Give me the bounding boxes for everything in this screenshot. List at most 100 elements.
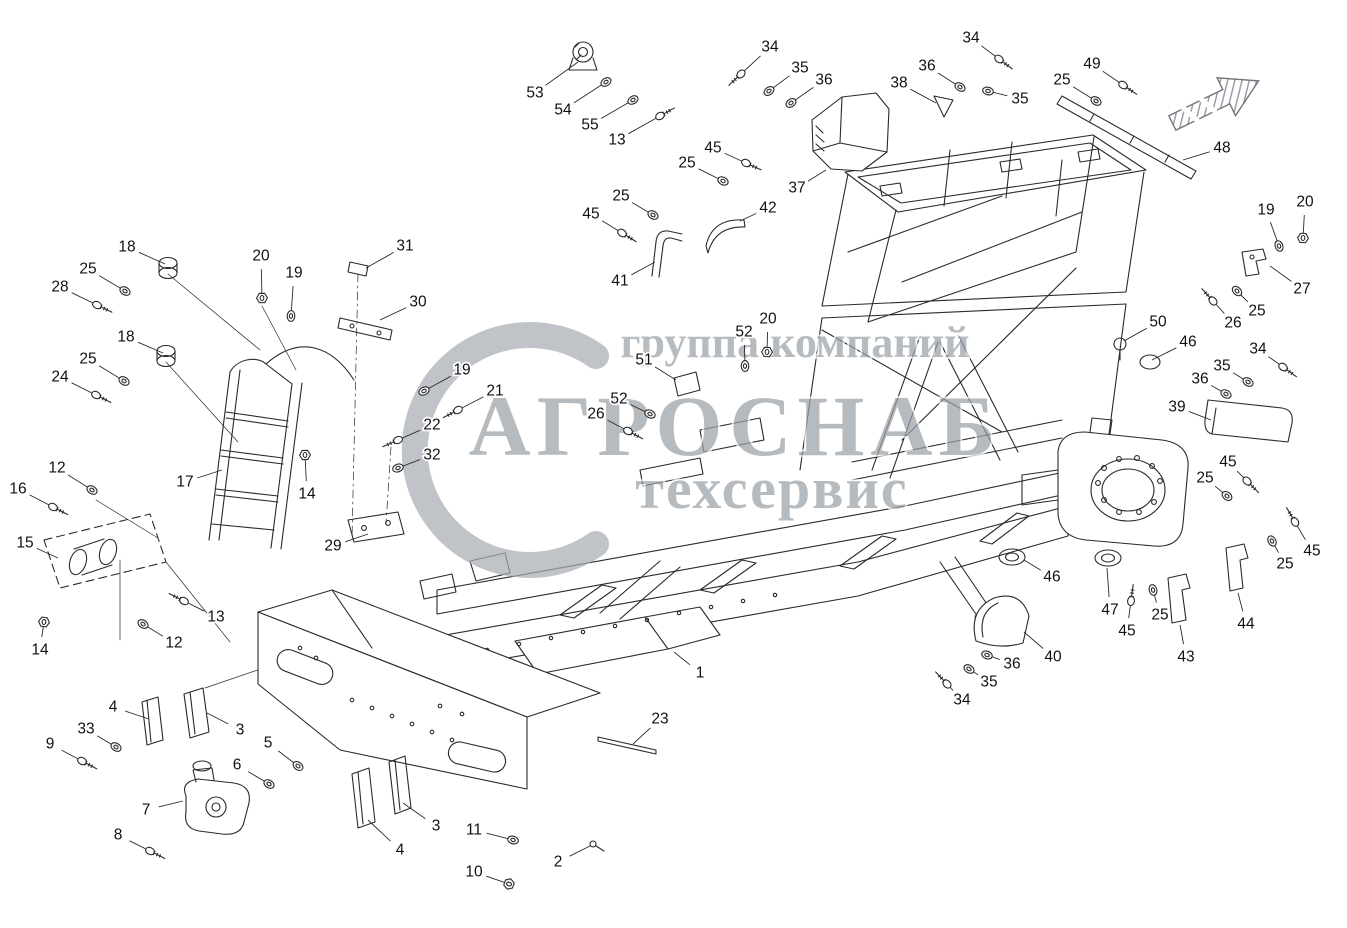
part-callout-34: 34: [962, 30, 980, 47]
nut-icon: [255, 292, 269, 304]
part-callout-36: 36: [1003, 656, 1020, 673]
leader-line: [197, 469, 223, 479]
nut-icon: [503, 878, 515, 890]
part-callout-19: 19: [1257, 202, 1274, 219]
part-callout-23: 23: [651, 711, 668, 728]
part-callout-20: 20: [1296, 194, 1314, 211]
part-callout-34: 34: [761, 39, 779, 56]
washer-icon: [1090, 96, 1102, 106]
part-callout-33: 33: [77, 721, 94, 738]
bolt-icon: [1242, 476, 1260, 494]
bolt-icon: [1127, 584, 1135, 607]
part-callout-25: 25: [1053, 72, 1070, 89]
part-callout-43: 43: [1177, 649, 1194, 666]
watermark: группа компаний АГРОСНАБ техсервис: [401, 316, 1002, 578]
bolt-icon: [1278, 362, 1298, 378]
leader-line: [1269, 265, 1292, 282]
washer-icon: [717, 176, 729, 186]
watermark-line2: АГРОСНАБ: [469, 378, 1002, 474]
washer-icon: [507, 835, 519, 845]
part-callout-25: 25: [1276, 556, 1293, 573]
part-callout-45: 45: [1219, 454, 1236, 471]
bolt-icon: [77, 756, 98, 770]
washer-icon: [118, 376, 130, 386]
tow-hitch: [183, 760, 250, 835]
part-callout-20: 20: [252, 248, 270, 265]
part-callout-13: 13: [608, 132, 625, 149]
part-callout-25: 25: [678, 155, 695, 172]
bolt-icon: [934, 671, 952, 689]
part-callout-3: 3: [236, 722, 245, 739]
mid-braces: [639, 334, 1063, 487]
washer-icon: [418, 386, 430, 396]
part-callout-45: 45: [1118, 623, 1135, 640]
washer-icon: [763, 86, 775, 96]
engine-cover: [811, 92, 890, 172]
part-callout-26: 26: [1224, 315, 1241, 332]
leader-line: [1106, 567, 1110, 598]
nut-icon: [760, 346, 774, 358]
part-callout-25: 25: [79, 351, 96, 368]
bolt-icon: [623, 426, 644, 440]
bolt-icon: [994, 54, 1013, 70]
part-callout-25: 25: [1248, 303, 1265, 320]
part-callout-25: 25: [1196, 470, 1213, 487]
washer-icon: [119, 286, 131, 296]
part-callout-19: 19: [453, 362, 470, 379]
washer-icon: [1220, 389, 1232, 399]
part-callout-45: 45: [1303, 543, 1320, 560]
part-callout-26: 26: [587, 406, 604, 423]
part-callout-30: 30: [409, 294, 427, 311]
part-callout-52: 52: [610, 391, 627, 408]
leader-line: [739, 213, 757, 222]
direction-arrow-icon: [1167, 77, 1260, 132]
part-callout-14: 14: [298, 486, 316, 503]
part-callout-36: 36: [918, 58, 935, 75]
leader-line: [545, 61, 579, 86]
washer-icon: [1267, 535, 1277, 547]
part-callout-19: 19: [285, 265, 302, 282]
small-parts: [589, 736, 657, 852]
leader-line: [632, 727, 651, 745]
leader-line: [138, 251, 166, 265]
nut-icon: [1296, 232, 1310, 244]
bolt-icon: [617, 228, 637, 243]
bolt-icon: [1118, 80, 1138, 95]
bolt-icon: [92, 300, 113, 313]
part-callout-1: 1: [696, 665, 705, 682]
bolt-icon: [1285, 507, 1300, 527]
axle-housing: [998, 337, 1189, 567]
washer-icon: [981, 650, 993, 660]
nut-icon: [38, 616, 50, 628]
bolt-icon: [741, 158, 762, 171]
part-callout-31: 31: [396, 238, 413, 255]
part-callout-16: 16: [9, 481, 26, 498]
leader-line: [631, 261, 656, 276]
part-callout-27: 27: [1293, 281, 1310, 298]
part-callout-5: 5: [264, 735, 273, 752]
washer-icon: [1148, 584, 1158, 596]
part-callout-4: 4: [109, 699, 118, 716]
watermark-line1: группа компаний: [621, 318, 970, 367]
part-callout-37: 37: [788, 180, 805, 197]
washer-icon: [647, 210, 659, 220]
part-callout-35: 35: [1011, 91, 1028, 108]
part-callout-50: 50: [1149, 314, 1167, 331]
front-bumper: [257, 589, 601, 790]
part-callout-12: 12: [48, 460, 65, 477]
bolt-icon: [91, 390, 112, 404]
part-callout-35: 35: [1213, 358, 1230, 375]
leader-line: [654, 366, 677, 381]
washer-icon: [1242, 377, 1254, 387]
part-callout-35: 35: [791, 60, 808, 77]
washer-icon: [1221, 490, 1233, 502]
part-callout-45: 45: [582, 206, 599, 223]
part-callout-4: 4: [396, 842, 405, 859]
repair-kit-box: [43, 513, 167, 589]
part-callout-49: 49: [1083, 56, 1100, 73]
washer-icon: [392, 463, 404, 473]
part-callout-34: 34: [953, 692, 971, 709]
leader-line: [345, 533, 369, 543]
part-callout-34: 34: [1249, 341, 1267, 358]
nut-icon: [298, 449, 312, 461]
